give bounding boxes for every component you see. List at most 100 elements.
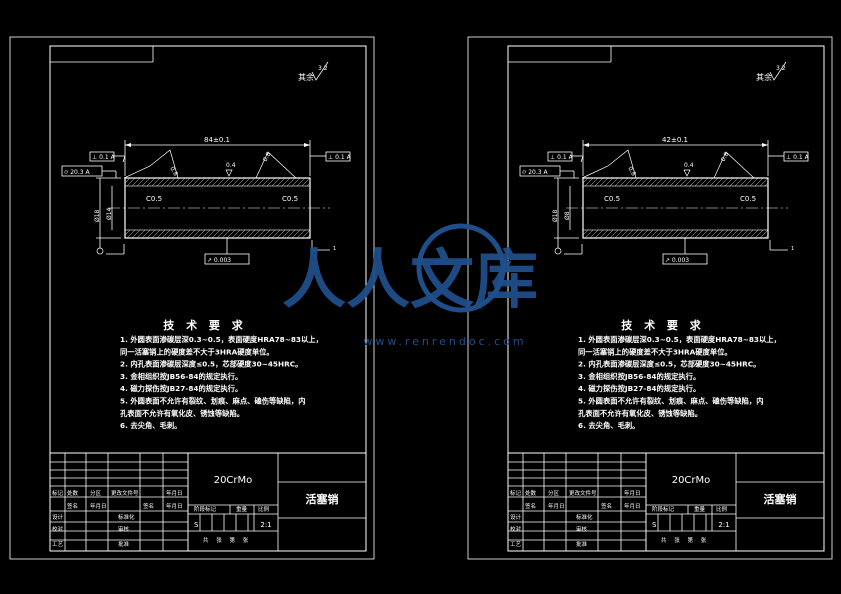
perp-right-label: ⊥ 0.1 A — [786, 154, 810, 161]
hatch-line — [301, 229, 311, 239]
hatch-line — [684, 177, 694, 187]
hatch-line — [719, 229, 729, 239]
rest-roughness-label: 其余 — [298, 72, 314, 82]
datum-icon — [96, 247, 104, 255]
hatch-line — [619, 177, 629, 187]
note-line: 1. 外圆表面渗碳层深0.3~0.5，表面硬度HRA78~83以上， — [120, 335, 323, 344]
hatch-line — [684, 229, 694, 239]
hatch-line — [764, 182, 769, 187]
note-line: 6. 去尖角、毛刺。 — [578, 421, 639, 430]
tb-cell: 签名 — [601, 502, 612, 510]
tb-cell: 比例 — [716, 505, 728, 513]
hatch-line — [236, 229, 246, 239]
note-line: 2. 内孔表面渗碳层深度≤0.5，芯部硬度30~45HRC。 — [120, 360, 302, 369]
hatch-line — [201, 177, 211, 187]
note-line: 同一活塞销上的硬度差不大于3HRA硬度单位。 — [578, 347, 732, 356]
hatch-line — [699, 177, 709, 187]
note-line: 1. 外圆表面渗碳层深0.3~0.5，表面硬度HRA78~83以上， — [578, 335, 781, 344]
arrow-icon — [762, 143, 768, 147]
hatch-line — [589, 177, 599, 187]
hatch-line — [674, 177, 684, 187]
hatch-line — [246, 229, 256, 239]
hatch-line — [296, 229, 306, 239]
hatch-line — [739, 229, 749, 239]
rest-roughness-value: 3.2 — [318, 65, 328, 72]
hatch-line — [659, 177, 669, 187]
hatch-line — [261, 177, 271, 187]
hatch-line — [166, 229, 176, 239]
hatch-line — [176, 177, 186, 187]
hatch-line — [689, 229, 699, 239]
hatch-line — [124, 177, 131, 184]
hatch-line — [624, 177, 634, 187]
note-line: 同一活塞销上的硬度差不大于3HRA硬度单位。 — [120, 347, 274, 356]
wall-section — [124, 229, 311, 239]
inner-diameter-dim: Ø14 — [106, 207, 113, 220]
hatch-line — [754, 177, 764, 187]
hatch-line — [241, 229, 251, 239]
tb-cell: 批准 — [576, 540, 588, 548]
hatch-line — [634, 177, 644, 187]
tb-cell: 标记 — [52, 489, 64, 497]
tb-cell: 重量 — [694, 505, 706, 513]
chamfer-left-label: C0.5 — [604, 195, 620, 203]
hatch-line — [704, 177, 714, 187]
wall-section — [124, 177, 311, 187]
hatch-line — [261, 229, 271, 239]
hatch-line — [141, 229, 151, 239]
hatch-line — [614, 229, 624, 239]
chamfer-left-label: C0.5 — [146, 195, 162, 203]
hatch-line — [271, 177, 281, 187]
perp-frame-right — [783, 151, 809, 162]
overall-length-dim: 84±0.1 — [204, 136, 230, 144]
note-line: 4. 磁力探伤按JB27-84的规定执行。 — [578, 384, 700, 393]
tb-cell: 年月日 — [90, 502, 107, 510]
hatch-line — [659, 229, 669, 239]
roughness-b-label: 0.4 — [226, 162, 236, 169]
overall-length-dim: 42±0.1 — [662, 136, 688, 144]
hatch-line — [126, 177, 136, 187]
roughness-icon — [311, 61, 329, 81]
hatch-line — [191, 177, 201, 187]
hatch-line — [146, 177, 156, 187]
hatch-line — [582, 177, 589, 184]
arrow-icon — [583, 143, 589, 147]
tb-cell: 阶段标记 — [194, 505, 217, 513]
note-line: 孔表面不允许有氧化皮、锈蚀等缺陷。 — [578, 409, 702, 418]
hatch-line — [266, 229, 276, 239]
hatch-line — [231, 177, 241, 187]
leader-line — [580, 155, 584, 163]
hatch-line — [286, 229, 296, 239]
hatch-line — [679, 177, 689, 187]
hatch-line — [306, 234, 311, 239]
hatch-line — [124, 229, 131, 236]
roughness-icon — [123, 149, 179, 179]
tb-cell: 审核 — [576, 525, 588, 533]
hatch-line — [226, 229, 236, 239]
roughness-icon — [225, 169, 233, 177]
hatch-line — [186, 177, 196, 187]
hatch-line — [669, 177, 679, 187]
hatch-line — [126, 229, 136, 239]
tb-cell: 比例 — [258, 505, 270, 513]
tb-cell: 校对 — [510, 525, 522, 533]
hatch-line — [156, 177, 166, 187]
tb-cell: 年月日 — [624, 502, 641, 510]
hatch-line — [689, 177, 699, 187]
hatch-line — [161, 229, 171, 239]
hatch-line — [251, 177, 261, 187]
hatch-line — [709, 177, 719, 187]
outer-diameter-dim: Ø18 — [94, 209, 101, 222]
hatch-line — [699, 229, 709, 239]
tb-cell: 阶段标记 — [652, 505, 675, 513]
hatch-line — [679, 229, 689, 239]
hatch-line — [251, 229, 261, 239]
hatch-line — [584, 229, 594, 239]
chamfer-right-label: C0.5 — [282, 195, 298, 203]
watermark-circle-icon — [416, 223, 506, 313]
hatch-line — [694, 177, 704, 187]
perp-left-label: ⊥ 0.1 A — [550, 154, 574, 161]
material-label: 20CrMo — [672, 475, 711, 486]
